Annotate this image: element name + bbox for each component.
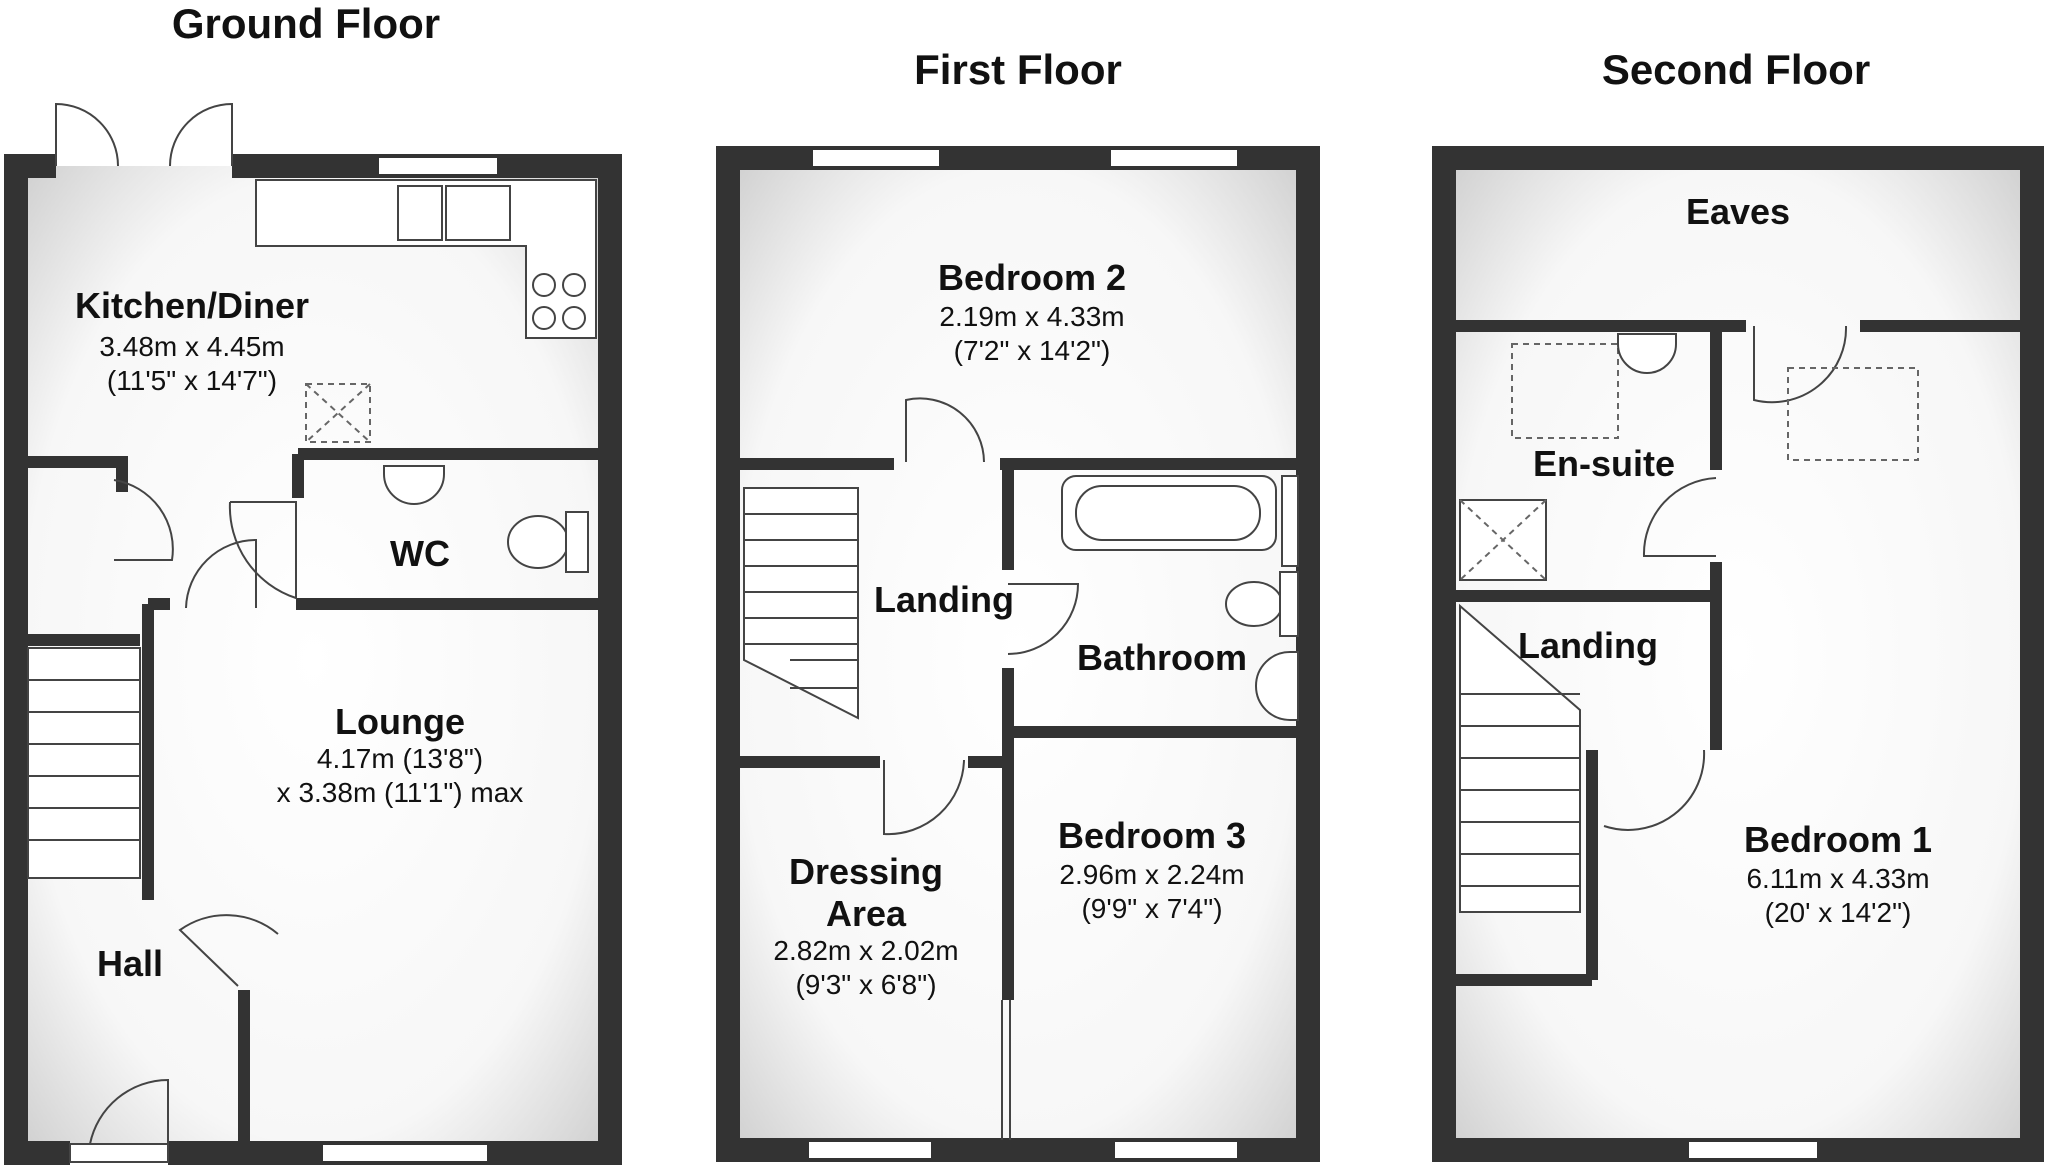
kitchen-appliance-outline [305,383,371,443]
hall-label: Hall [97,943,163,984]
hall-lounge-wall [142,598,170,900]
bedroom-3-dims: 2.96m x 2.24m [1059,859,1244,890]
wc-label: WC [390,533,450,574]
second-stair-treads [1460,693,1580,887]
kitchen-diner-dims: 3.48m x 4.45m [99,331,284,362]
first-outer-walls [716,146,1320,1162]
hob-ring-4 [562,306,586,330]
dressing-partition [1001,1000,1011,1140]
french-door-right [169,102,233,167]
bathroom-label: Bathroom [1077,637,1247,678]
ensuite-door [1642,477,1717,557]
lounge-dims: 4.17m (13'8") [317,743,483,774]
bath-inner [1075,485,1261,541]
first-stair-treads [744,513,858,689]
first-landing-label: Landing [874,579,1014,620]
first-floor-title: First Floor [914,46,1122,93]
dressing-area-dims-imperial: (9'3" x 6'8") [795,969,936,1000]
hall-lounge-door [178,914,279,987]
hob-ring-1 [532,273,556,297]
wc-door [228,501,297,600]
bath-wall-panel [1281,475,1299,567]
hob-ring-2 [562,273,586,297]
bedroom-2-window-left [811,148,941,168]
bedroom-1-roof-window [1787,367,1919,461]
dressing-area-door [883,759,965,836]
front-door-frame [69,1143,169,1163]
ground-stair-treads [28,679,140,841]
bedroom-3-dims-imperial: (9'9" x 7'4") [1081,893,1222,924]
dressing-area-dims: 2.82m x 2.02m [773,935,958,966]
lounge-door [185,538,257,609]
dressing-area-window [807,1140,933,1160]
second-floor-plan: Second Floor Eaves En-suite Landing Bedr… [1432,46,2044,1162]
ensuite-label: En-suite [1533,443,1675,484]
ground-lounge-window [321,1143,489,1163]
ground-floor-title: Ground Floor [172,0,440,47]
bedroom-2-dims-imperial: (7'2" x 14'2") [954,335,1111,366]
bedroom-1-label: Bedroom 1 [1744,819,1932,860]
kitchen-appliance-cross [305,383,371,443]
second-floor-title: Second Floor [1602,46,1870,93]
kitchen-diner-dims-imperial: (11'5" x 14'7") [107,365,277,396]
ensuite-shower-tray [1459,499,1547,581]
wc-basin [383,465,445,505]
second-landing-label: Landing [1518,625,1658,666]
bedroom-1-dims: 6.11m x 4.33m [1746,863,1929,894]
first-floor-plan: First Floor Bedroom 2 2.19m x 4.33m (7'2… [716,46,1320,1162]
dressing-area-label-line1: Dressing [789,851,943,892]
eaves-door [1753,325,1848,404]
wc-toilet [507,515,569,569]
bedroom-2-dims: 2.19m x 4.33m [939,301,1124,332]
bathroom-door [1007,583,1080,655]
hob-ring-3 [532,306,556,330]
bedroom-2-label: Bedroom 2 [938,257,1126,298]
ground-staircase [27,647,141,879]
lounge-label: Lounge [335,701,465,742]
bedroom-1-dims-imperial: (20' x 14'2") [1765,897,1912,928]
lounge-dims-max: x 3.38m (11'1") max [277,777,524,808]
bathroom-cistern [1279,571,1299,637]
ground-kitchen-window [377,156,499,176]
kitchen-sink-drainer [397,185,443,241]
bedroom-3-label: Bedroom 3 [1058,815,1246,856]
ground-outer-wall-left [4,154,70,1165]
eaves-label: Eaves [1686,191,1790,232]
ensuite-basin [1617,333,1677,374]
bedroom-1-window [1687,1140,1819,1160]
bedroom-1-door [1603,749,1706,831]
ensuite-roof-window [1511,343,1619,439]
dressing-area-label-line2: Area [826,893,907,934]
ground-floor-plan: Ground Floor Kitchen/Diner 3.48m x 4.45m… [4,0,622,1165]
bathroom-toilet [1225,581,1283,627]
kitchen-sink [445,185,511,241]
front-door-swing [89,1078,169,1145]
wc-cistern [565,511,589,573]
bathroom-basin [1255,651,1299,721]
bedroom-2-door [905,397,985,463]
bedroom-3-window [1113,1140,1239,1160]
kitchen-diner-label: Kitchen/Diner [75,285,309,326]
cupboard-door [113,479,174,561]
bedroom-2-window-right [1109,148,1239,168]
french-door-left [55,102,119,167]
